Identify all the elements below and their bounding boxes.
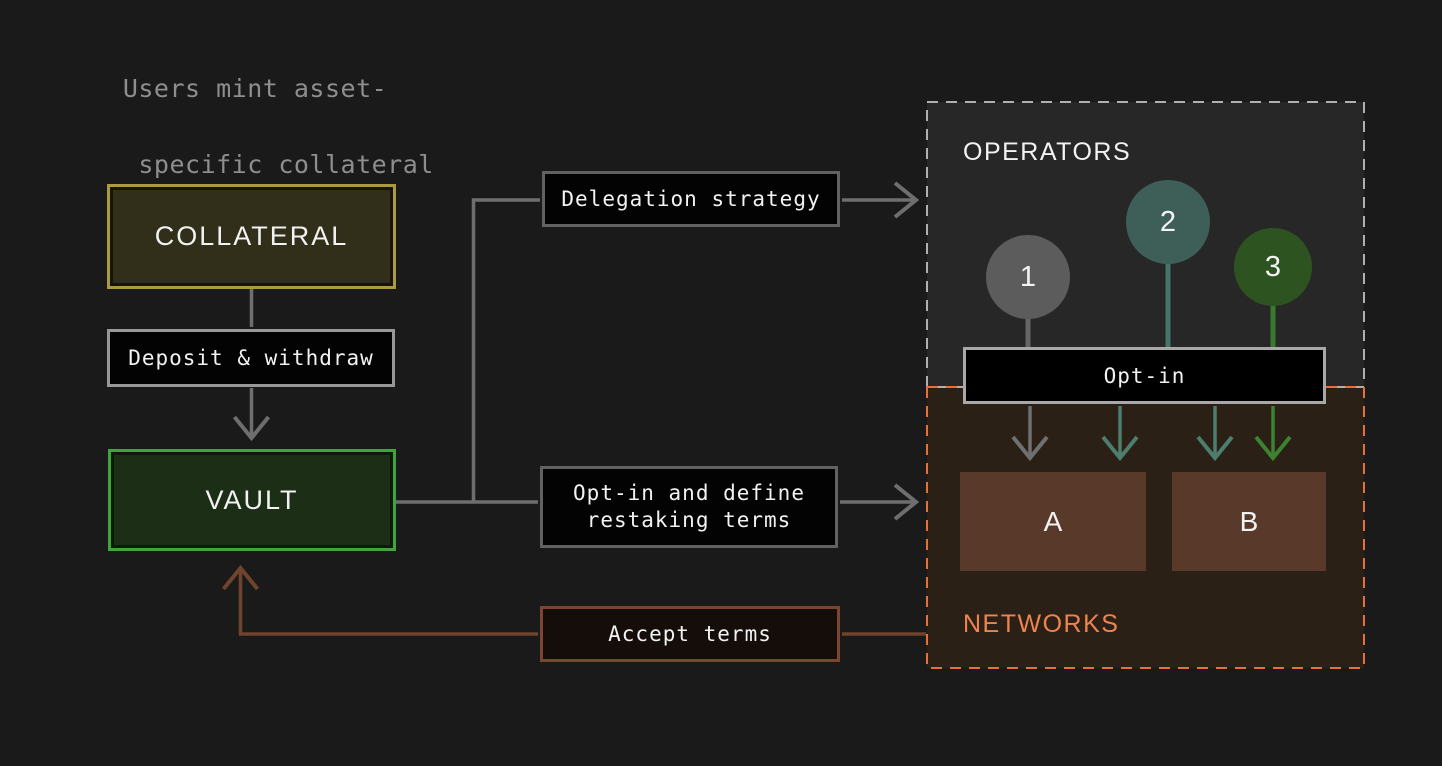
collateral-box: COLLATERAL — [107, 184, 396, 289]
operator-1-number: 1 — [1019, 260, 1037, 293]
annotation-note: Users mint asset- specific collateral — [55, 70, 455, 222]
arrow-accept-to-vault — [221, 564, 538, 636]
deposit-withdraw-box: Deposit & withdraw — [107, 329, 395, 387]
delegation-strategy-box: Delegation strategy — [542, 171, 840, 227]
optin-define-line2: restaking terms — [586, 508, 792, 532]
operator-circle-1: 1 — [986, 235, 1070, 319]
operators-title: OPERATORS — [963, 138, 1132, 166]
optin-define-terms-box: Opt-in and define restaking terms — [540, 466, 838, 548]
network-b-box: B — [1172, 472, 1326, 571]
network-a-label: A — [1043, 505, 1063, 537]
connector-vault-branch — [396, 198, 540, 504]
delegation-strategy-label: Delegation strategy — [561, 186, 821, 211]
operator-3-number: 3 — [1264, 250, 1282, 283]
vault-box: VAULT — [108, 449, 396, 551]
operator-2-number: 2 — [1159, 205, 1177, 238]
collateral-label: COLLATERAL — [154, 221, 349, 251]
optin-bar-label: Opt-in — [1103, 363, 1186, 388]
operator-circle-2: 2 — [1126, 180, 1210, 264]
networks-title: NETWORKS — [963, 610, 1120, 638]
annotation-note-line1: Users mint asset- — [122, 74, 388, 103]
vault-label: VAULT — [205, 484, 299, 515]
accept-terms-box: Accept terms — [540, 606, 840, 662]
annotation-note-line2: specific collateral — [138, 150, 434, 179]
network-a-box: A — [960, 472, 1146, 571]
network-b-label: B — [1239, 505, 1259, 537]
operator-circle-3: 3 — [1234, 228, 1312, 306]
accept-terms-label: Accept terms — [608, 621, 772, 646]
optin-define-line1: Opt-in and define — [573, 481, 805, 505]
optin-bar: Opt-in — [963, 347, 1326, 404]
deposit-withdraw-label: Deposit & withdraw — [128, 345, 374, 370]
